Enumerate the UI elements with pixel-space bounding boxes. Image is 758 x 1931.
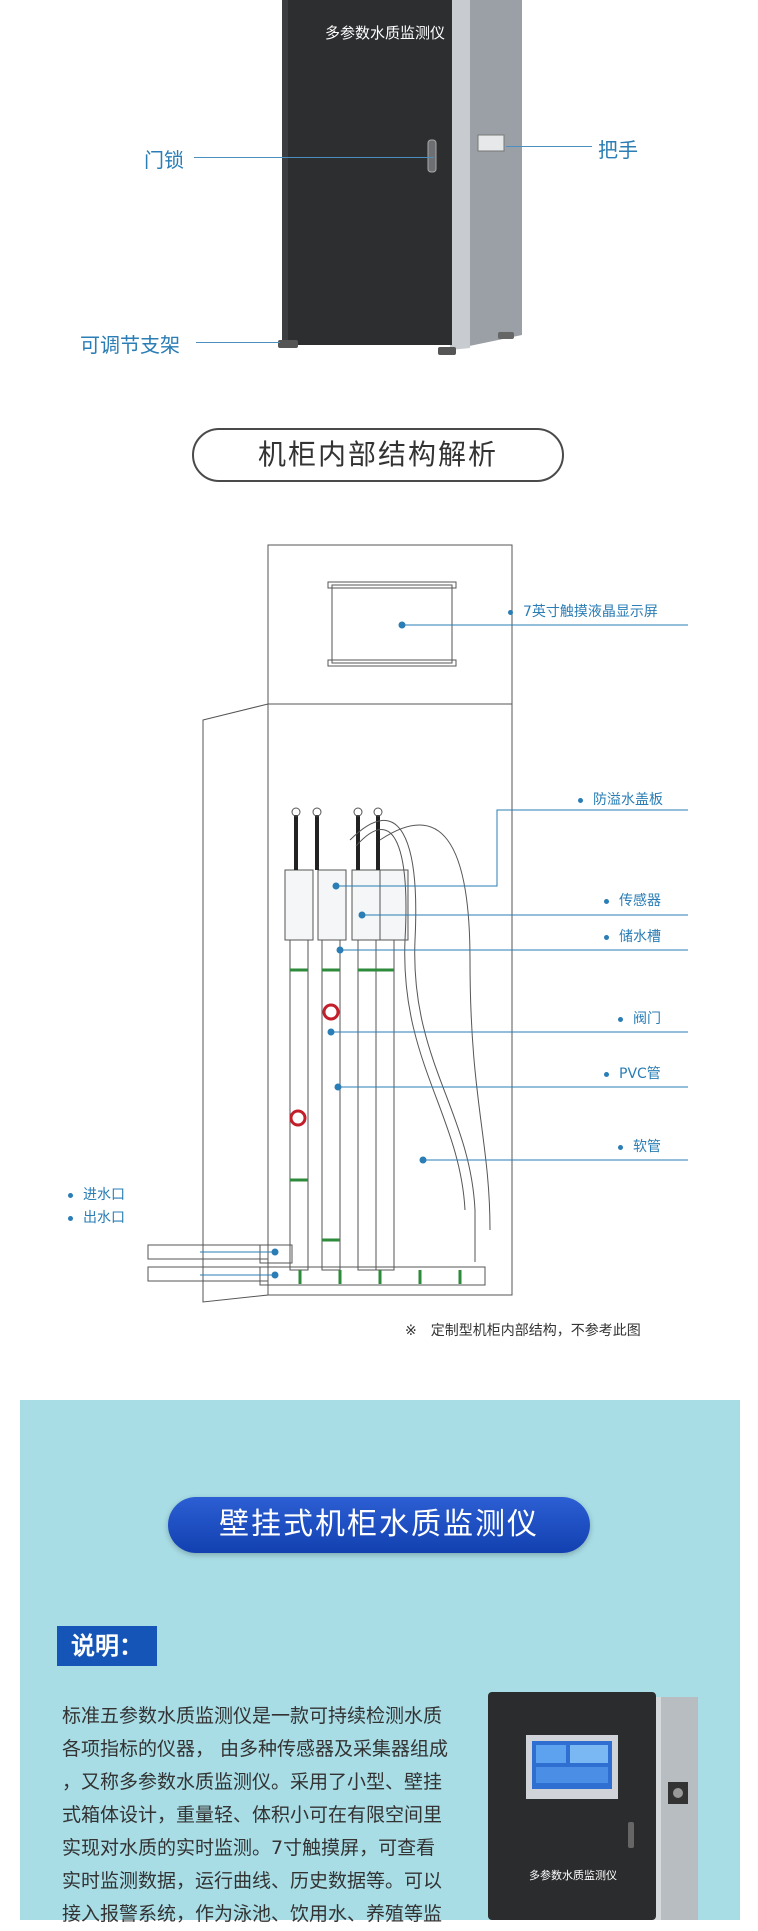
label-tank: 储水槽 <box>604 926 661 946</box>
label-outlet: 出水口 <box>68 1207 125 1227</box>
description-line: 实时监测数据，运行曲线、历史数据等。可以 <box>62 1870 443 1892</box>
callout-line-lock <box>194 157 434 158</box>
cabinet-illustration <box>270 0 530 365</box>
wall-device-label: 多参数水质监测仪 <box>529 1869 617 1882</box>
callout-line-handle <box>506 146 592 147</box>
callout-line-stand <box>196 342 280 343</box>
label-overflow-cover: 防溢水盖板 <box>578 789 663 809</box>
description-line: 式箱体设计，重量轻、体积小可在有限空间里 <box>62 1804 443 1826</box>
label-sensor: 传感器 <box>604 890 661 910</box>
wall-device-illustration <box>488 1692 708 1920</box>
label-valve: 阀门 <box>618 1008 661 1028</box>
description-line: 接入报警系统，作为泳池、饮用水、养殖等监 <box>62 1903 443 1925</box>
description-line: 实现对水质的实时监测。7寸触摸屏，可查看 <box>62 1837 436 1859</box>
label-screen: 7英寸触摸液晶显示屏 <box>508 601 658 621</box>
interior-diagram <box>140 540 700 1310</box>
callout-door-lock: 门锁 <box>144 148 184 172</box>
description-badge: 说明： <box>57 1626 157 1666</box>
product-title: 壁挂式机柜水质监测仪 <box>168 1497 590 1553</box>
diagram-note: ※ 定制型机柜内部结构，不参考此图 <box>405 1323 641 1339</box>
description: 标准五参数水质监测仪是一款可持续检测水质 各项指标的仪器， 由多种传感器及采集器… <box>62 1700 462 1931</box>
section-title: 机柜内部结构解析 <box>192 428 564 482</box>
label-inlet: 进水口 <box>68 1184 125 1204</box>
callout-handle: 把手 <box>598 138 638 162</box>
description-line: 各项指标的仪器， 由多种传感器及采集器组成 <box>62 1738 449 1760</box>
description-line: ，又称多参数水质监测仪。采用了小型、壁挂 <box>62 1771 443 1793</box>
callout-stand: 可调节支架 <box>80 333 180 357</box>
description-line: 标准五参数水质监测仪是一款可持续检测水质 <box>62 1705 443 1727</box>
label-hose: 软管 <box>618 1136 661 1156</box>
cabinet-panel-title: 多参数水质监测仪 <box>324 24 445 42</box>
label-pvc: PVC管 <box>604 1063 661 1083</box>
